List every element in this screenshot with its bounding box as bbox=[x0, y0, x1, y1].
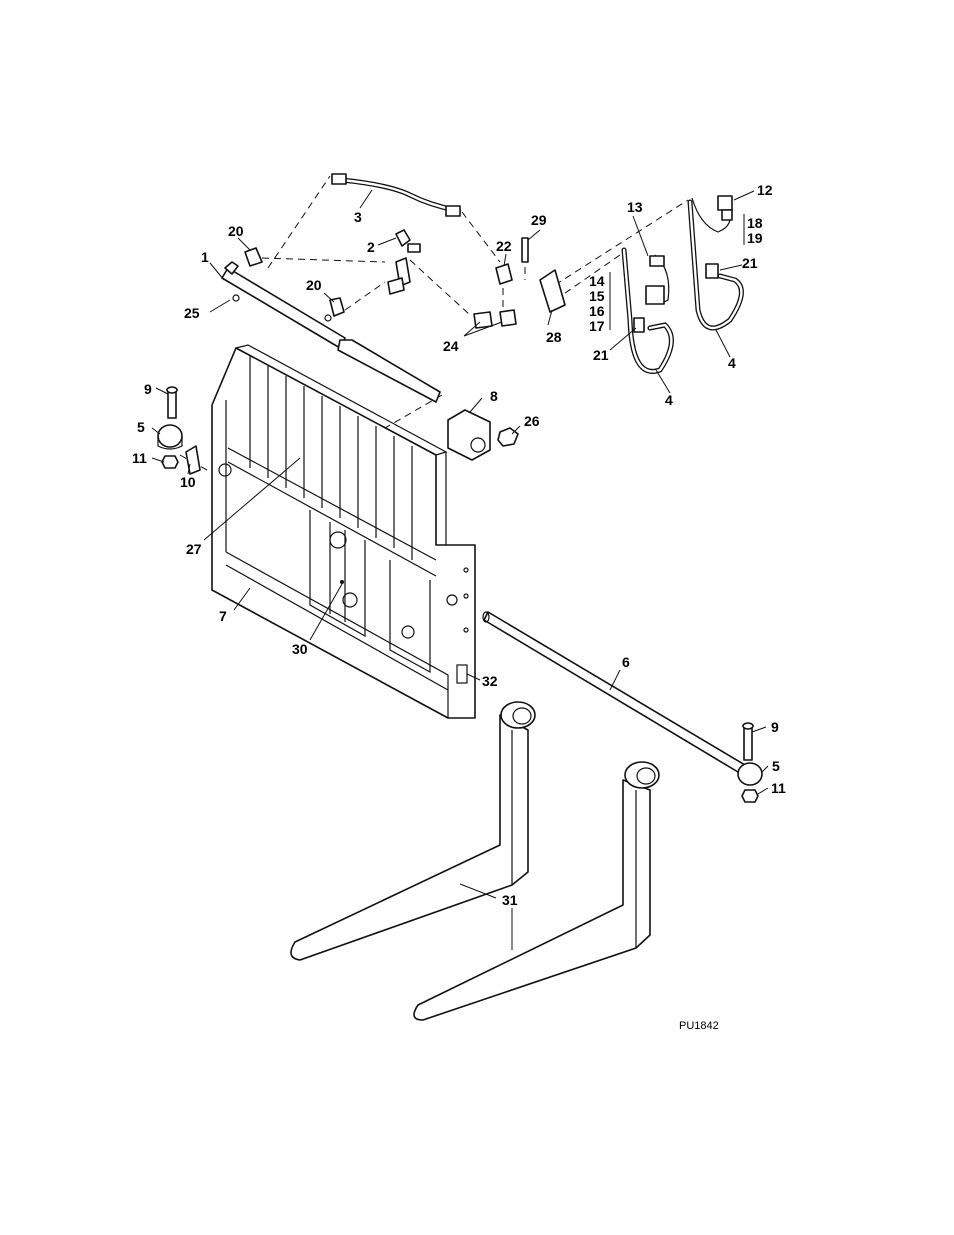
callout-17: 17 bbox=[589, 318, 605, 334]
callout-15: 15 bbox=[589, 288, 605, 304]
callout-12: 12 bbox=[757, 182, 773, 198]
callout-18: 18 bbox=[747, 215, 763, 231]
callout-5-left: 5 bbox=[137, 419, 145, 435]
callout-14: 14 bbox=[589, 273, 605, 289]
callout-19: 19 bbox=[747, 230, 763, 246]
callout-20-top: 20 bbox=[228, 223, 244, 239]
callout-4-right: 4 bbox=[728, 355, 736, 371]
callout-24: 24 bbox=[443, 338, 459, 354]
callout-8: 8 bbox=[490, 388, 498, 404]
callout-21-left: 21 bbox=[593, 347, 609, 363]
callout-25: 25 bbox=[184, 305, 200, 321]
callout-6: 6 bbox=[622, 654, 630, 670]
rod-end-clevis bbox=[447, 409, 519, 461]
callout-4-left: 4 bbox=[665, 392, 673, 408]
callout-29: 29 bbox=[531, 212, 547, 228]
callout-21-right: 21 bbox=[742, 255, 758, 271]
callout-28: 28 bbox=[546, 329, 562, 345]
hydraulic-cylinder bbox=[221, 261, 441, 403]
callout-2: 2 bbox=[367, 239, 375, 255]
callout-30: 30 bbox=[292, 641, 308, 657]
callout-22: 22 bbox=[496, 238, 512, 254]
callout-9-right: 9 bbox=[771, 719, 779, 735]
callout-5-right: 5 bbox=[772, 758, 780, 774]
fork-left bbox=[290, 701, 536, 961]
fork-right bbox=[413, 761, 660, 1021]
hardware-left bbox=[157, 386, 201, 475]
callout-32: 32 bbox=[482, 673, 498, 689]
callout-10: 10 bbox=[180, 474, 196, 490]
callout-9-left: 9 bbox=[144, 381, 152, 397]
hoses-and-fittings bbox=[244, 173, 744, 374]
callout-16: 16 bbox=[589, 303, 605, 319]
hardware-right bbox=[737, 722, 763, 803]
callout-27: 27 bbox=[186, 541, 202, 557]
callout-1: 1 bbox=[201, 249, 209, 265]
callout-13: 13 bbox=[627, 199, 643, 215]
callout-labels: 1 20 3 2 22 29 20 25 24 28 13 12 18 19 2… bbox=[132, 182, 786, 1032]
callout-7: 7 bbox=[219, 608, 227, 624]
callout-leaders bbox=[151, 189, 769, 950]
carriage-frame bbox=[211, 344, 476, 719]
callout-20-mid: 20 bbox=[306, 277, 322, 293]
callout-31: 31 bbox=[502, 892, 518, 908]
callout-11-right: 11 bbox=[771, 780, 786, 796]
callout-26: 26 bbox=[524, 413, 540, 429]
callout-3: 3 bbox=[354, 209, 362, 225]
drawing-number: PU1842 bbox=[679, 1020, 719, 1032]
callout-11-left: 11 bbox=[132, 450, 147, 466]
